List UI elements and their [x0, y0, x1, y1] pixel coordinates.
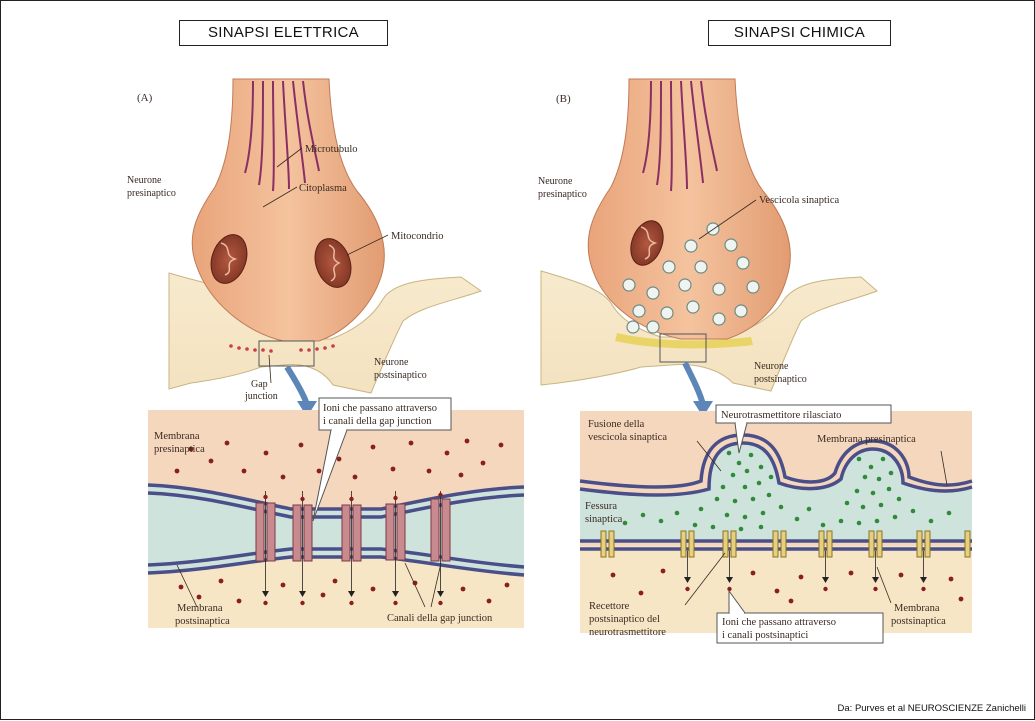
- label-pre-membrane-a-2: presinaptica: [154, 444, 205, 455]
- label-presynaptic-neuron-a: Neurone: [127, 175, 162, 186]
- label-transmitter-released: Neurotrasmettitore rilasciato: [721, 410, 841, 421]
- panel-b-top: [541, 79, 877, 417]
- label-receptor-3: neurotrasmettitore: [589, 627, 666, 638]
- presynaptic-terminal-a: [192, 79, 384, 341]
- label-cleft-2: sinaptica: [585, 514, 623, 525]
- label-post-membrane-b-2: postsinaptica: [891, 616, 946, 627]
- source-credit: Da: Purves et al NEUROSCIENZE Zanichelli: [838, 703, 1026, 714]
- label-presynaptic-neuron-b: Neurone: [538, 176, 573, 187]
- label-presynaptic-neuron-a-2: presinaptico: [127, 188, 176, 199]
- label-pre-membrane-b: Membrana presinaptica: [817, 434, 916, 445]
- label-receptor: Recettore: [589, 601, 630, 612]
- label-ions-callout-b-2: i canali postsinaptici: [722, 630, 808, 641]
- panel-a-top: [169, 79, 481, 417]
- zoom-arrow-b: [685, 363, 703, 405]
- label-postsynaptic-neuron-a: Neurone: [374, 357, 409, 368]
- label-ions-callout-b: Ioni che passano attraverso: [722, 617, 836, 628]
- label-synaptic-vesicle: Vescicola sinaptica: [759, 195, 840, 206]
- label-postsynaptic-neuron-b-2: postsinaptico: [754, 374, 807, 385]
- label-mitochondrion: Mitocondrio: [391, 231, 444, 242]
- label-vesicle-fusion-2: vescicola sinaptica: [588, 432, 667, 443]
- label-postsynaptic-neuron-b: Neurone: [754, 361, 789, 372]
- panel-a-letter: (A): [137, 92, 153, 104]
- label-vesicle-fusion: Fusione della: [588, 419, 645, 430]
- label-pre-membrane-a: Membrana: [154, 431, 200, 442]
- panel-a-zoom: [148, 398, 524, 628]
- label-gap-channels: Canali della gap junction: [387, 613, 493, 624]
- label-cleft: Fessura: [585, 501, 617, 512]
- zoom-arrow-a: [287, 367, 307, 405]
- label-presynaptic-neuron-b-2: presinaptico: [538, 189, 587, 200]
- label-post-membrane-a: Membrana: [177, 603, 223, 614]
- label-ions-callout-a: Ioni che passano attraverso: [323, 403, 437, 414]
- label-gap-junction-2: junction: [244, 391, 278, 402]
- presynaptic-terminal-b: [588, 79, 790, 339]
- label-post-membrane-b: Membrana: [894, 603, 940, 614]
- label-microtubule: Microtubulo: [305, 144, 358, 155]
- label-gap-junction: Gap: [251, 379, 268, 390]
- label-cytoplasm: Citoplasma: [299, 183, 347, 194]
- label-ions-callout-a-2: i canali della gap junction: [323, 416, 432, 427]
- label-receptor-2: postsinaptico del: [589, 614, 660, 625]
- label-postsynaptic-neuron-a-2: postsinaptico: [374, 370, 427, 381]
- panel-b-letter: (B): [556, 93, 571, 105]
- label-post-membrane-a-2: postsinaptica: [175, 616, 230, 627]
